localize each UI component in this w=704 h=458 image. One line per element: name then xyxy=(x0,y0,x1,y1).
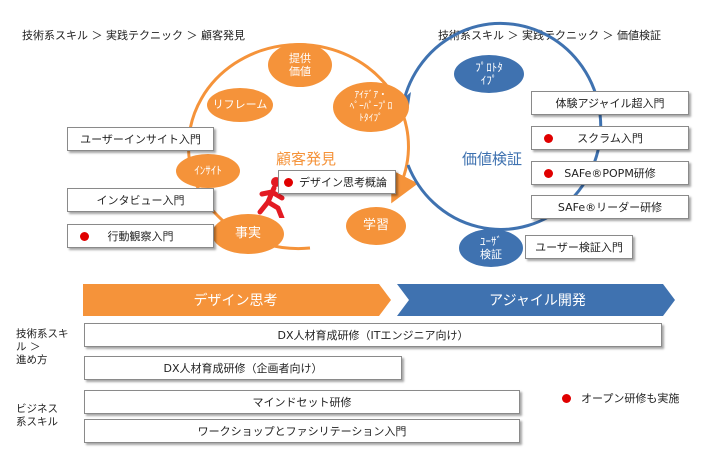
course-dx-engineer[interactable]: DX人材育成研修（ITエンジニア向け） xyxy=(84,323,662,347)
legend-label: オープン研修も実施 xyxy=(581,392,680,405)
course-scrum-intro[interactable]: スクラム入門 xyxy=(531,126,689,150)
open-course-dot xyxy=(544,168,553,178)
open-course-dot xyxy=(284,177,293,187)
course-label: ユーザー検証入門 xyxy=(535,241,623,254)
course-mindset[interactable]: マインドセット研修 xyxy=(84,390,520,414)
course-label: DX人材育成研修（ITエンジニア向け） xyxy=(277,329,469,342)
node-provided-value: 提供 価値 xyxy=(268,43,332,87)
course-label: デザイン思考概論 xyxy=(299,176,387,189)
course-workshop-facilitation[interactable]: ワークショップとファシリテーション入門 xyxy=(84,419,520,443)
open-course-dot xyxy=(80,231,89,241)
course-label: 行動観察入門 xyxy=(107,230,174,243)
legend: オープン研修も実施 xyxy=(562,390,679,406)
course-label: DX人材育成研修（企画者向け） xyxy=(163,362,323,375)
course-label: SAFe®POPM研修 xyxy=(564,167,656,180)
customer-discovery-title: 顧客発見 xyxy=(276,150,337,168)
legend-red-dot xyxy=(562,393,571,403)
breadcrumb-customer-discovery: 技術系スキル ＞ 実践テクニック ＞ 顧客発見 xyxy=(22,29,245,42)
open-course-dot xyxy=(544,133,553,143)
course-label: ユーザーインサイト入門 xyxy=(80,133,201,146)
node-reframe: リフレーム xyxy=(207,88,273,122)
node-facts: 事実 xyxy=(212,214,284,254)
course-label: インタビュー入門 xyxy=(96,194,185,207)
node-learning: 学習 xyxy=(346,207,406,245)
course-user-insight[interactable]: ユーザーインサイト入門 xyxy=(67,127,214,151)
value-validation-title: 価値検証 xyxy=(462,150,523,168)
course-user-validation[interactable]: ユーザー検証入門 xyxy=(525,235,633,259)
course-label: スクラム入門 xyxy=(577,132,643,145)
course-label: ワークショップとファシリテーション入門 xyxy=(197,425,407,438)
course-agile-intro[interactable]: 体験アジャイル超入門 xyxy=(531,91,689,115)
row-label-tech-skill: 技術系スキ ル ＞ 進め方 xyxy=(16,328,69,367)
course-design-thinking-overview[interactable]: デザイン思考概論 xyxy=(278,170,396,194)
design-thinking-label: デザイン思考 xyxy=(193,293,278,309)
node-insight: ｲﾝｻｲﾄ xyxy=(176,154,240,188)
node-user-validation: ﾕｰｻﾞ 検証 xyxy=(459,229,523,267)
course-safe-leader[interactable]: SAFe®リーダー研修 xyxy=(531,195,689,219)
agile-development-label: アジャイル開発 xyxy=(489,293,586,309)
course-label: 体験アジャイル超入門 xyxy=(555,97,665,110)
course-label: SAFe®リーダー研修 xyxy=(557,201,663,214)
node-idea-paper-prototype: ｱｲﾃﾞｱ・ ﾍﾟｰﾊﾟｰﾌﾟﾛ ﾄﾀｲﾌﾟ xyxy=(333,82,409,132)
course-label: マインドセット研修 xyxy=(252,396,352,409)
row-label-business-skill: ビジネス 系スキル xyxy=(16,403,58,429)
agile-development-arrow xyxy=(397,284,675,316)
design-thinking-arrow xyxy=(83,284,391,316)
course-dx-planner[interactable]: DX人材育成研修（企画者向け） xyxy=(84,356,402,380)
course-interview[interactable]: インタビュー入門 xyxy=(67,188,214,212)
phase-arrows xyxy=(83,284,675,316)
node-prototype: ﾌﾟﾛﾄﾀ ｲﾌﾟ xyxy=(454,55,524,93)
course-behavior-observation[interactable]: 行動観察入門 xyxy=(67,224,214,248)
course-safe-popm[interactable]: SAFe®POPM研修 xyxy=(531,161,689,185)
